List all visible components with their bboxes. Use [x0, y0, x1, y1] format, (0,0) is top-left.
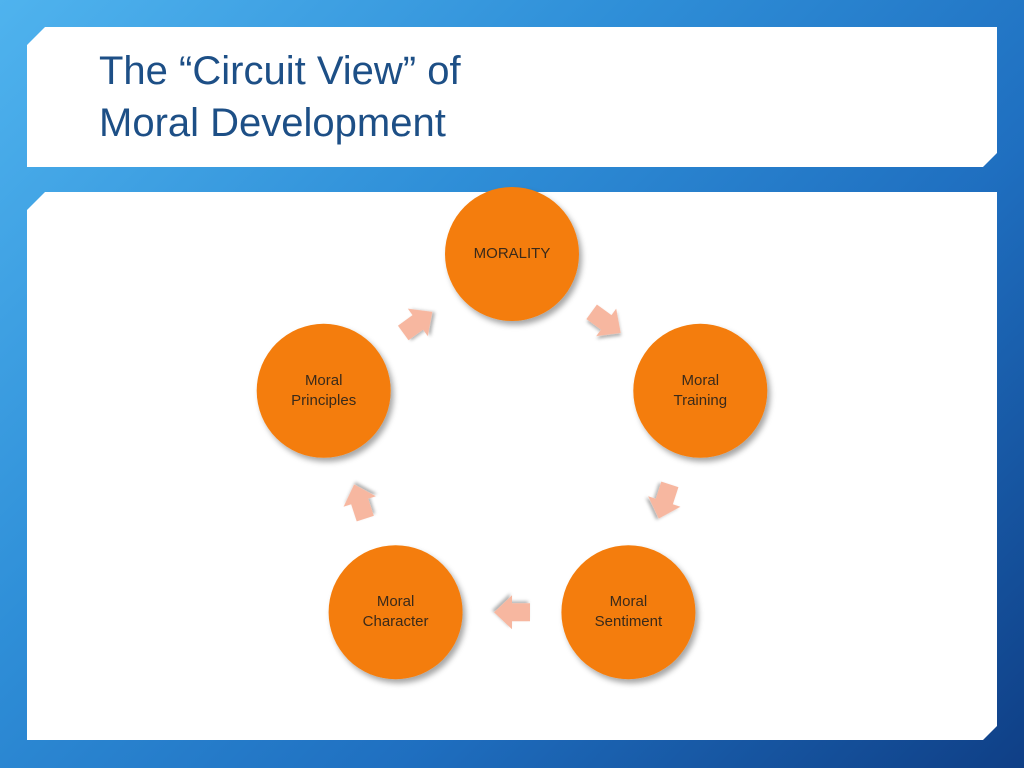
- arrows-layer: [343, 304, 681, 630]
- node-label: MORALITY: [474, 245, 551, 262]
- node-label: Moral: [682, 372, 720, 389]
- node-circle: [445, 187, 579, 321]
- node-label: Sentiment: [595, 613, 663, 630]
- slide-title-line-2: Moral Development: [99, 101, 446, 145]
- node-circle: [561, 545, 696, 680]
- node-circle: [256, 323, 391, 458]
- node-label: Principles: [291, 392, 356, 409]
- node-label: Moral: [610, 593, 648, 610]
- slide-title-line-1: The “Circuit View” of: [99, 49, 461, 93]
- node-label: Character: [363, 613, 429, 630]
- arrow-morality-to-moral-training: [586, 304, 621, 337]
- node-label: Moral: [305, 372, 343, 389]
- node-label: Training: [673, 392, 727, 409]
- title-panel: The “Circuit View” of Moral Development: [27, 27, 997, 167]
- arrow-moral-character-to-moral-principles: [343, 484, 376, 522]
- node-circle: [328, 545, 463, 680]
- arrow-moral-principles-to-morality: [397, 308, 433, 341]
- arrow-moral-sentiment-to-moral-character: [494, 595, 530, 630]
- arrow-moral-training-to-moral-sentiment: [648, 481, 681, 519]
- node-circle: [633, 323, 768, 458]
- nodes-layer: MORALITYMoralTrainingMoralSentimentMoral…: [256, 187, 768, 680]
- slide-title: The “Circuit View” of Moral Development: [99, 45, 461, 149]
- node-label: Moral: [377, 593, 415, 610]
- node-morality: MORALITY: [445, 187, 579, 321]
